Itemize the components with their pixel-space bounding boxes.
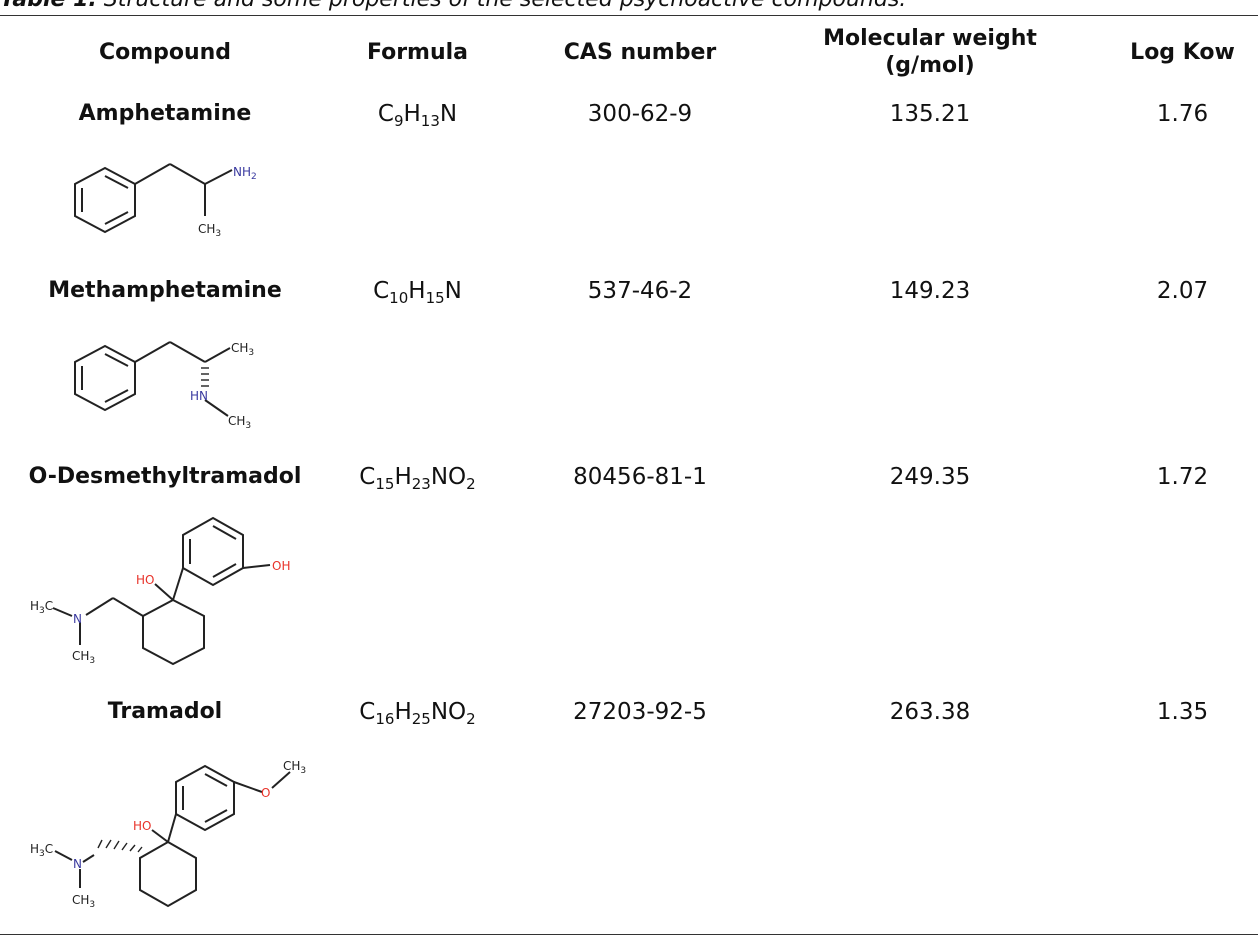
formula-subscript: 13 [420, 112, 440, 130]
amphetamine-structure-diagram: NH2 CH3 [60, 150, 280, 245]
formula-element: H [394, 464, 412, 490]
molecular-weight: 263.38 [889, 699, 971, 725]
formula-subscript: 10 [389, 289, 409, 307]
cyclohexane-ring [139, 840, 197, 908]
nitrogen-label: N [73, 612, 82, 626]
methyl-label-bottom: CH3 [228, 414, 251, 431]
header-cas-number: CAS number [563, 40, 717, 65]
header-compound: Compound [98, 40, 232, 65]
methoxyphenyl-ring [175, 764, 235, 832]
formula-element: H [403, 101, 421, 127]
formula-element: NO [430, 464, 467, 490]
benzene-ring [74, 166, 136, 234]
nitrogen-label: N [73, 857, 82, 871]
methyl-label: CH3 [198, 222, 221, 239]
compound-name: Methamphetamine [48, 278, 282, 303]
header-molecular-weight: Molecular weight (g/mol) [810, 25, 1050, 79]
molecular-weight: 149.23 [889, 278, 971, 304]
table-caption: Table 1. Structure and some properties o… [0, 0, 1258, 11]
methyl-label-top: CH3 [283, 759, 306, 776]
formula-subscript: 15 [425, 289, 445, 307]
formula-element: C [377, 101, 394, 127]
cas-number: 300-62-9 [587, 101, 693, 127]
formula-element: C [359, 464, 376, 490]
amine-label: NH2 [233, 165, 257, 182]
table-top-rule [0, 15, 1258, 16]
methamphetamine-structure-diagram: CH3 HN CH3 [60, 328, 280, 438]
amine-label: HN [190, 389, 208, 403]
methoxy-oxygen-label: O [261, 786, 270, 800]
formula-element: H [408, 278, 426, 304]
formula-subscript: 2 [466, 710, 476, 728]
compound-name: Amphetamine [78, 101, 252, 126]
o-desmethyltramadol-structure-diagram: OH HO N H3C CH3 [20, 510, 320, 680]
table-caption-text: Structure and some properties of the sel… [97, 0, 907, 11]
table-bottom-rule [0, 934, 1258, 935]
log-kow: 1.76 [1156, 101, 1209, 127]
formula-element: H [394, 699, 412, 725]
formula-element: NO [430, 699, 467, 725]
compound-name: Tramadol [107, 699, 223, 724]
methyl-label-left: H3C [30, 842, 53, 859]
hydroxyl-label: HO [136, 573, 154, 587]
formula-subscript: 16 [375, 710, 395, 728]
methyl-label-top: CH3 [231, 341, 254, 358]
compound-formula: C15H23NO2 [340, 463, 495, 493]
formula-element: C [359, 699, 376, 725]
cas-number: 27203-92-5 [573, 699, 707, 725]
molecular-weight: 249.35 [889, 464, 971, 490]
formula-element: N [439, 101, 458, 127]
methyl-label-bottom: CH3 [72, 893, 95, 910]
formula-subscript: 9 [393, 112, 404, 130]
formula-subscript: 2 [466, 475, 476, 493]
compound-name: O-Desmethyltramadol [28, 464, 302, 489]
compound-formula: C10H15N [340, 277, 495, 307]
log-kow: 1.35 [1156, 699, 1209, 725]
tramadol-structure-diagram: O CH3 HO N H3C CH3 [20, 752, 320, 922]
log-kow: 2.07 [1156, 278, 1209, 304]
header-molecular-weight-line2: (g/mol) [885, 53, 975, 78]
header-formula: Formula [366, 40, 469, 65]
formula-subscript: 25 [411, 710, 431, 728]
header-log-kow: Log Kow [1130, 40, 1235, 65]
formula-subscript: 23 [411, 475, 431, 493]
methyl-label-bottom: CH3 [72, 649, 95, 666]
benzene-ring [74, 344, 136, 412]
hydroxyl-label: HO [133, 819, 151, 833]
header-molecular-weight-line1: Molecular weight [823, 26, 1037, 51]
cyclohexane-ring [142, 598, 205, 666]
methyl-label-left: H3C [30, 599, 53, 616]
cas-number: 80456-81-1 [573, 464, 707, 490]
formula-element: C [373, 278, 390, 304]
table-caption-label: Table 1. [0, 0, 97, 11]
cas-number: 537-46-2 [587, 278, 693, 304]
compound-formula: C9H13N [340, 100, 495, 130]
molecular-weight: 135.21 [889, 101, 971, 127]
phenol-ring [182, 516, 244, 587]
formula-subscript: 15 [375, 475, 395, 493]
formula-element: N [444, 278, 462, 304]
compound-formula: C16H25NO2 [340, 698, 495, 728]
hydroxyl-label-phenol: OH [272, 559, 290, 573]
log-kow: 1.72 [1156, 464, 1209, 490]
